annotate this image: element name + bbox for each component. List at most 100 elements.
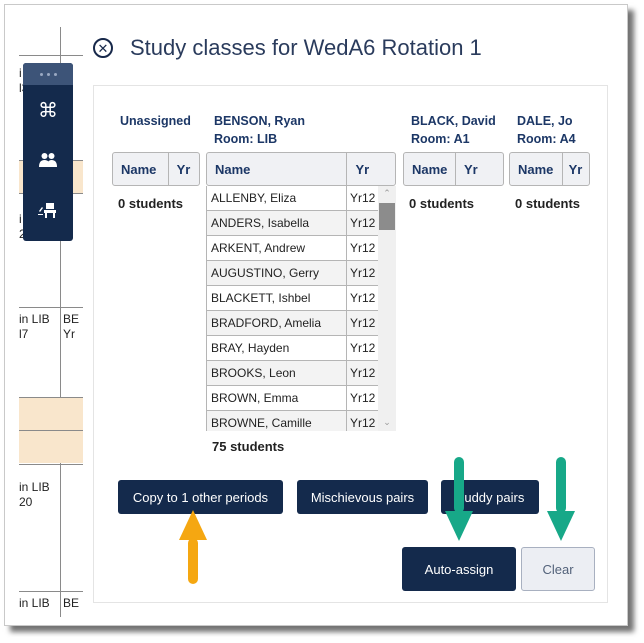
- cell-text: BE: [63, 596, 80, 610]
- people-icon: [39, 153, 57, 167]
- scroll-thumb[interactable]: [379, 203, 395, 230]
- student-year: Yr12: [347, 211, 379, 235]
- cell-text: 20: [19, 495, 33, 509]
- name-column-header[interactable]: Name: [412, 161, 448, 177]
- grid-header: Name Yr: [403, 152, 504, 186]
- student-year: Yr12: [347, 261, 379, 285]
- grid-line: [19, 464, 83, 465]
- column-black: BLACK, David Room: A1 Name Yr 0 students: [403, 112, 504, 211]
- grid-line: [19, 591, 83, 592]
- assignment-panel: Unassigned Name Yr 0 students BENSON, Ry…: [93, 85, 608, 603]
- grid-line: [19, 307, 83, 308]
- cell-text: in LIB: [19, 480, 50, 494]
- mischievous-pairs-button[interactable]: Mischievous pairs: [297, 480, 428, 514]
- student-name: BROWN, Emma: [207, 386, 347, 410]
- study-classes-dialog: ✕ Study classes for WedA6 Rotation 1 Una…: [83, 5, 627, 625]
- grid-line: [19, 430, 83, 431]
- student-name: BRAY, Hayden: [207, 336, 347, 360]
- student-year: Yr12: [347, 411, 379, 431]
- scroll-down-icon[interactable]: ⌄: [383, 417, 391, 427]
- student-name: AUGUSTINO, Gerry: [207, 261, 347, 285]
- scrollbar[interactable]: ⌃ ⌄: [378, 186, 396, 431]
- shaded-cell: [19, 431, 83, 463]
- grid-line: [19, 55, 83, 56]
- grid-line: [19, 397, 83, 398]
- student-name: ANDERS, Isabella: [207, 211, 347, 235]
- close-icon[interactable]: ✕: [93, 38, 113, 58]
- grid-line: [60, 27, 61, 617]
- column-title: BENSON, Ryan Room: LIB: [214, 114, 305, 146]
- name-column-header[interactable]: Name: [518, 161, 554, 177]
- cell-text: i: [19, 66, 22, 80]
- student-year: Yr12: [347, 361, 379, 385]
- student-year: Yr12: [347, 286, 379, 310]
- name-column-header[interactable]: Name: [215, 161, 251, 177]
- student-name: BRADFORD, Amelia: [207, 311, 347, 335]
- copy-to-periods-button[interactable]: Copy to 1 other periods: [118, 480, 283, 514]
- command-button[interactable]: ⌘: [23, 85, 73, 135]
- column-unassigned: Unassigned Name Yr 0 students: [112, 112, 200, 211]
- cell-text: in LIB: [19, 596, 50, 610]
- student-year: Yr12: [347, 311, 379, 335]
- column-title: DALE, Jo Room: A4: [517, 114, 576, 146]
- yr-column-header[interactable]: Yr: [167, 153, 199, 185]
- shaded-cell: [19, 398, 83, 430]
- drag-handle[interactable]: [23, 63, 73, 85]
- yr-column-header[interactable]: Yr: [561, 153, 589, 185]
- grid-header: Name Yr: [206, 152, 396, 186]
- people-button[interactable]: [23, 135, 73, 185]
- student-count: 75 students: [212, 439, 285, 454]
- column-benson: BENSON, Ryan Room: LIB Name Yr ALLENBY, …: [206, 112, 398, 454]
- student-year: Yr12: [347, 386, 379, 410]
- cell-text: BE: [63, 312, 80, 326]
- student-count: 0 students: [409, 196, 475, 211]
- annotation-arrow-up-icon: [179, 510, 207, 584]
- scroll-up-icon[interactable]: ⌃: [383, 188, 391, 198]
- cell-text: 2: [19, 226, 26, 243]
- student-year: Yr12: [347, 236, 379, 260]
- screenshot-frame: i l3 i 2 in LIB l7 BE Yr in LIB 20 in LI…: [4, 4, 628, 626]
- student-name: ARKENT, Andrew: [207, 236, 347, 260]
- command-icon: ⌘: [38, 99, 58, 122]
- auto-assign-button[interactable]: Auto-assign: [402, 547, 516, 591]
- classroom-button[interactable]: [23, 185, 73, 235]
- dialog-title: Study classes for WedA6 Rotation 1: [130, 35, 482, 60]
- student-name: BROWNE, Camille: [207, 411, 347, 431]
- annotation-arrow-down-icon: [547, 457, 575, 541]
- cell-text: Yr: [63, 327, 75, 341]
- student-name: ALLENBY, Eliza: [207, 186, 347, 210]
- column-title: Unassigned: [120, 114, 191, 128]
- classroom-icon: [38, 203, 56, 218]
- name-column-header[interactable]: Name: [121, 161, 157, 177]
- yr-column-header[interactable]: Yr: [346, 153, 395, 185]
- clear-button[interactable]: Clear: [521, 547, 595, 591]
- student-count: 0 students: [515, 196, 581, 211]
- column-title: BLACK, David Room: A1: [411, 114, 496, 146]
- cell-text: i: [19, 212, 22, 226]
- yr-column-header[interactable]: Yr: [454, 153, 503, 185]
- student-year: Yr12: [347, 336, 379, 360]
- student-name: BROOKS, Leon: [207, 361, 347, 385]
- cell-text: in LIB: [19, 312, 50, 326]
- grid-header: Name Yr: [112, 152, 200, 186]
- column-dale: DALE, Jo Room: A4 Name Yr 0 students: [509, 112, 591, 211]
- student-name: BLACKETT, Ishbel: [207, 286, 347, 310]
- cell-text: l7: [19, 327, 29, 341]
- floating-toolbar: ⌘: [23, 63, 73, 241]
- dialog-header: ✕ Study classes for WedA6 Rotation 1: [93, 35, 482, 61]
- student-year: Yr12: [347, 186, 379, 210]
- grid-header: Name Yr: [509, 152, 590, 186]
- student-count: 0 students: [118, 196, 184, 211]
- annotation-arrow-down-icon: [445, 457, 473, 541]
